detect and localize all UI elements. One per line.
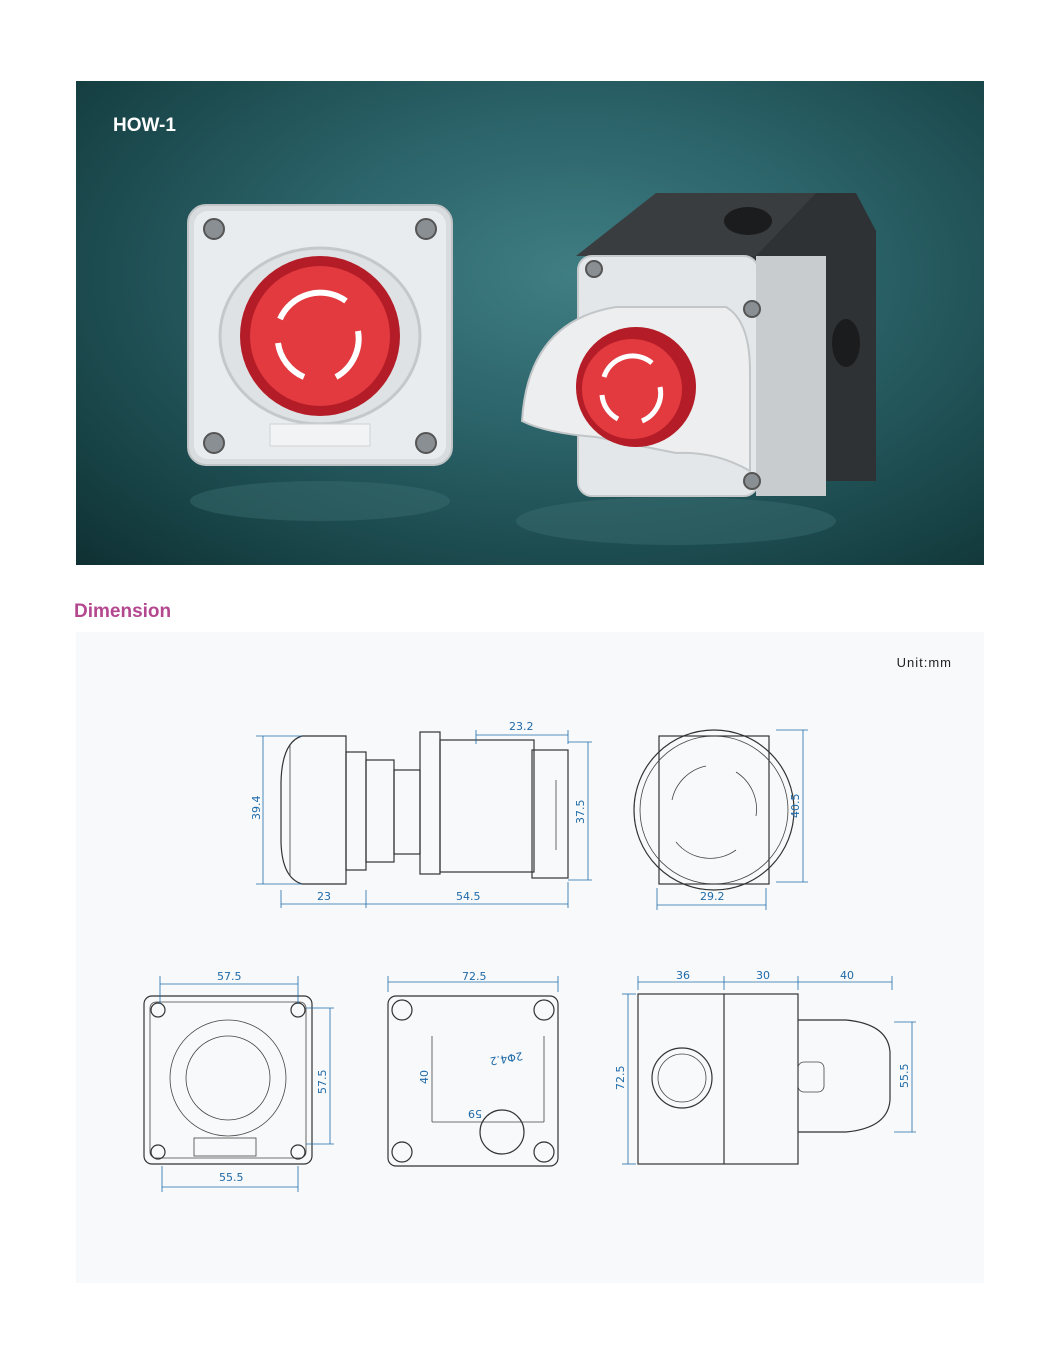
- dim-box-back-horizontal: 59: [468, 1107, 482, 1120]
- dim-box-front-base: 55.5: [219, 1171, 244, 1184]
- section-title: Dimension: [74, 601, 172, 622]
- model-title: HOW-1: [113, 115, 176, 136]
- box-back-view: 72.5 40 59 2Φ4.2: [387, 970, 559, 1167]
- front-box-photo: [187, 204, 453, 466]
- dim-box-side-guard: 55.5: [898, 1064, 911, 1089]
- dim-box-back-width: 72.5: [462, 970, 487, 983]
- dim-front-width: 29.2: [700, 890, 725, 903]
- dim-side-head: 23: [317, 890, 331, 903]
- button-front-view: 40.5 29.2: [633, 729, 808, 910]
- button-side-view: 39.4 23 54.5 23.2 37.5: [250, 720, 592, 908]
- dim-side-block-height: 37.5: [574, 800, 587, 825]
- angled-box-photo: [520, 193, 876, 497]
- dim-side-body: 54.5: [456, 890, 481, 903]
- dim-box-front-height: 57.5: [316, 1070, 329, 1095]
- dim-side-height: 39.4: [250, 796, 263, 821]
- dim-box-side-c: 40: [840, 969, 854, 982]
- dim-box-back-holes: 2Φ4.2: [489, 1049, 524, 1068]
- dim-box-back-vertical: 40: [418, 1070, 431, 1084]
- unit-label: Unit:mm: [896, 655, 952, 670]
- product-photo-banner: HOW-1: [76, 81, 984, 565]
- dim-box-side-b: 30: [756, 969, 770, 982]
- dim-box-front-width: 57.5: [217, 970, 242, 983]
- dim-box-side-a: 36: [676, 969, 690, 982]
- product-photo: [187, 193, 876, 545]
- dimension-drawing-panel: Unit:mm 39.4 23 54.5: [76, 632, 984, 1283]
- dim-box-side-height: 72.5: [614, 1066, 627, 1091]
- dim-side-block-width: 23.2: [509, 720, 534, 733]
- box-front-view: 57.5 57.5 55.5: [143, 970, 334, 1192]
- dim-front-height: 40.5: [789, 794, 802, 819]
- dimension-drawings: 39.4 23 54.5 23.2 37.5: [143, 720, 916, 1192]
- box-side-view: 36 30 40 72.5 55.5: [614, 969, 916, 1165]
